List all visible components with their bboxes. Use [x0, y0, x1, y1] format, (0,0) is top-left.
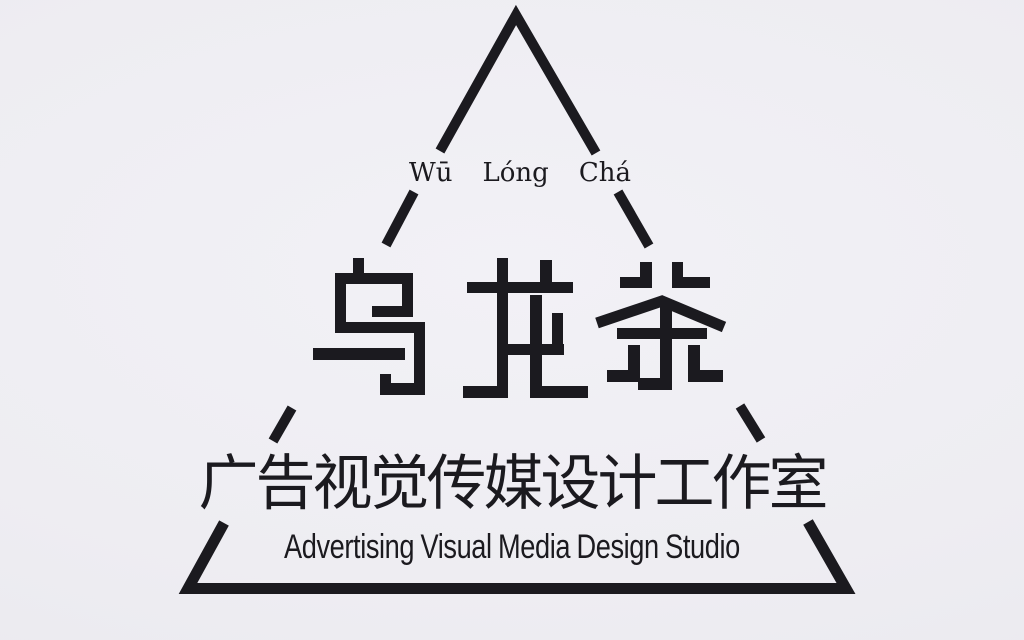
pinyin-word-wu: Wū [409, 158, 453, 188]
cha-roof-stroke [595, 295, 727, 333]
triangle-outline [178, 4, 856, 594]
triangle-base-segment [178, 519, 856, 594]
triangle-apex-segment [435, 4, 601, 156]
english-subtitle-text: Advertising Visual Media Design Studio [284, 528, 740, 566]
pinyin-word-long: Lóng [482, 158, 549, 188]
pinyin-word-cha: Chá [578, 158, 631, 188]
triangle-left-upper-segment [381, 189, 419, 248]
pinyin-row: Wū Lóng Chá [409, 159, 631, 188]
triangle-right-middle-segment [735, 403, 766, 443]
chinese-subtitle: 广告视觉传媒设计工作室 [198, 449, 829, 519]
triangle-left-middle-segment [268, 405, 297, 444]
english-subtitle: Advertising Visual Media Design Studio [0, 528, 1024, 566]
main-characters-glyphs [313, 258, 727, 398]
long-character-glyph [463, 258, 588, 398]
cha-character-glyph [595, 262, 727, 390]
wu-character-glyph [313, 258, 425, 395]
triangle-right-upper-segment [613, 189, 654, 249]
